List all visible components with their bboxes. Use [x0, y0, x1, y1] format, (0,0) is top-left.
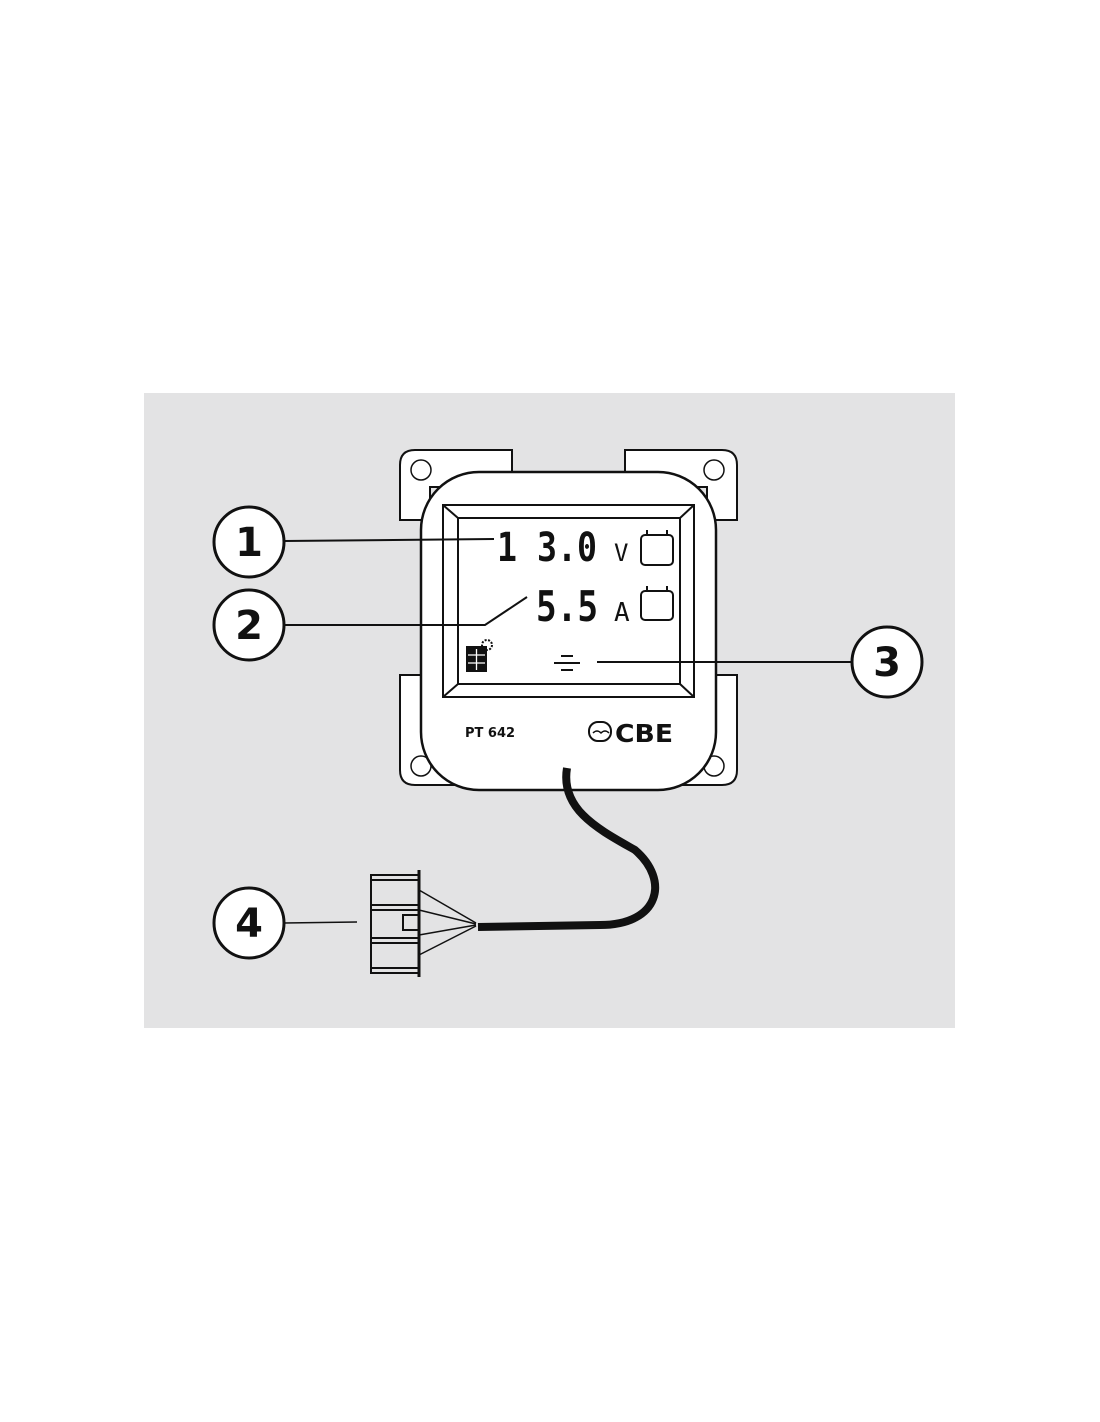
callout-1-label: 1	[235, 520, 263, 566]
solar-panel-icon	[466, 639, 493, 672]
current-unit: A	[614, 598, 630, 628]
current-reading: 5.5	[536, 582, 598, 631]
cbe-logo-mark	[588, 721, 612, 742]
callout-1-circle	[212, 505, 286, 579]
brand-label: CBE	[615, 719, 673, 748]
callout-3-label: 3	[873, 640, 901, 686]
cable	[477, 767, 660, 931]
mounting-hole-icons	[410, 459, 725, 777]
battery-icon	[640, 586, 674, 621]
callout-2-label: 2	[235, 603, 263, 649]
battery-icon	[640, 530, 674, 566]
callout-4-circle	[212, 886, 286, 960]
ground-icon	[554, 655, 580, 671]
leader-lines	[283, 538, 852, 924]
callout-2-circle	[212, 588, 286, 662]
model-label: PT 642	[465, 726, 515, 741]
voltage-reading: 1 3.0	[497, 525, 597, 571]
voltage-unit: V	[614, 539, 628, 567]
callout-4-label: 4	[235, 901, 263, 947]
callout-3-circle	[850, 625, 924, 699]
connector	[370, 870, 477, 977]
